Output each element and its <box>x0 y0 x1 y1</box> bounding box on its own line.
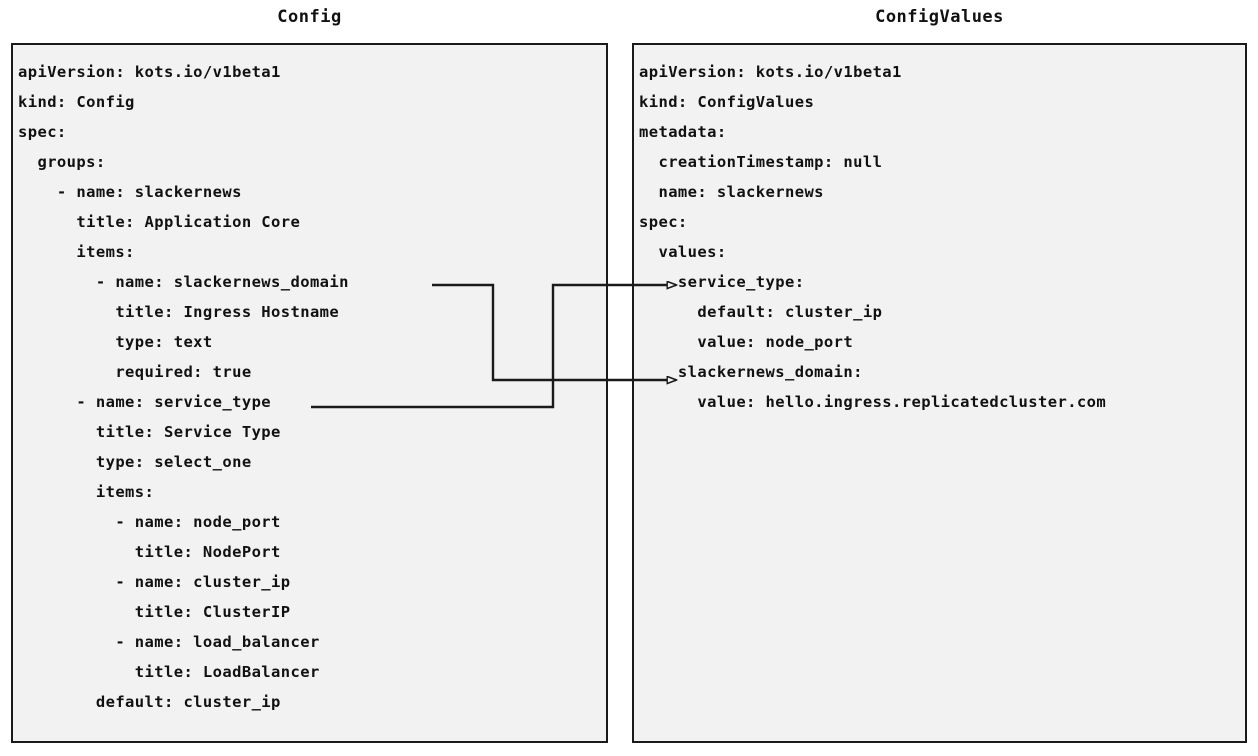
configvalues-panel-title: ConfigValues <box>875 7 1004 27</box>
config-line-11: - name: service_type <box>18 393 272 411</box>
config-line-0: apiVersion: kots.io/v1beta1 <box>18 63 281 81</box>
configvalues-line-6: values: <box>639 243 727 261</box>
config-panel: apiVersion: kots.io/v1beta1 kind: Config s… <box>11 43 608 743</box>
config-line-2: spec: <box>18 123 67 141</box>
config-line-5: title: Application Core <box>18 213 301 231</box>
config-line-21: default: cluster_ip <box>18 693 281 711</box>
config-line-19: - name: load_balancer <box>18 633 320 651</box>
configvalues-panel: apiVersion: kots.io/v1beta1 kind: ConfigV… <box>632 43 1247 743</box>
config-panel-title: Config <box>277 7 342 27</box>
config-line-13: type: select_one <box>18 453 252 471</box>
config-line-18: title: ClusterIP <box>18 603 291 621</box>
configvalues-line-4: name: slackernews <box>639 183 824 201</box>
configvalues-line-1: kind: ConfigValues <box>639 93 815 111</box>
configvalues-line-3: creationTimestamp: null <box>639 153 883 171</box>
config-line-20: title: LoadBalancer <box>18 663 320 681</box>
configvalues-line-10: slackernews_domain: <box>639 363 863 381</box>
config-line-17: - name: cluster_ip <box>18 573 291 591</box>
configvalues-line-5: spec: <box>639 213 688 231</box>
config-line-9: type: text <box>18 333 213 351</box>
config-line-16: title: NodePort <box>18 543 281 561</box>
configvalues-line-7: service_type: <box>639 273 805 291</box>
config-line-12: title: Service Type <box>18 423 281 441</box>
config-line-15: - name: node_port <box>18 513 281 531</box>
configvalues-line-0: apiVersion: kots.io/v1beta1 <box>639 63 902 81</box>
config-line-10: required: true <box>18 363 252 381</box>
config-line-1: kind: Config <box>18 93 135 111</box>
configvalues-code-block: apiVersion: kots.io/v1beta1 kind: ConfigV… <box>634 45 1245 741</box>
config-line-14: items: <box>18 483 155 501</box>
config-line-7: - name: slackernews_domain <box>18 273 349 291</box>
config-line-3: groups: <box>18 153 106 171</box>
configvalues-line-11: value: hello.ingress.replicatedcluster.c… <box>639 393 1107 411</box>
configvalues-line-9: value: node_port <box>639 333 854 351</box>
config-line-4: - name: slackernews <box>18 183 242 201</box>
configvalues-line-2: metadata: <box>639 123 727 141</box>
config-line-6: items: <box>18 243 135 261</box>
config-code-block: apiVersion: kots.io/v1beta1 kind: Config s… <box>13 45 606 741</box>
config-line-8: title: Ingress Hostname <box>18 303 340 321</box>
configvalues-line-8: default: cluster_ip <box>639 303 883 321</box>
